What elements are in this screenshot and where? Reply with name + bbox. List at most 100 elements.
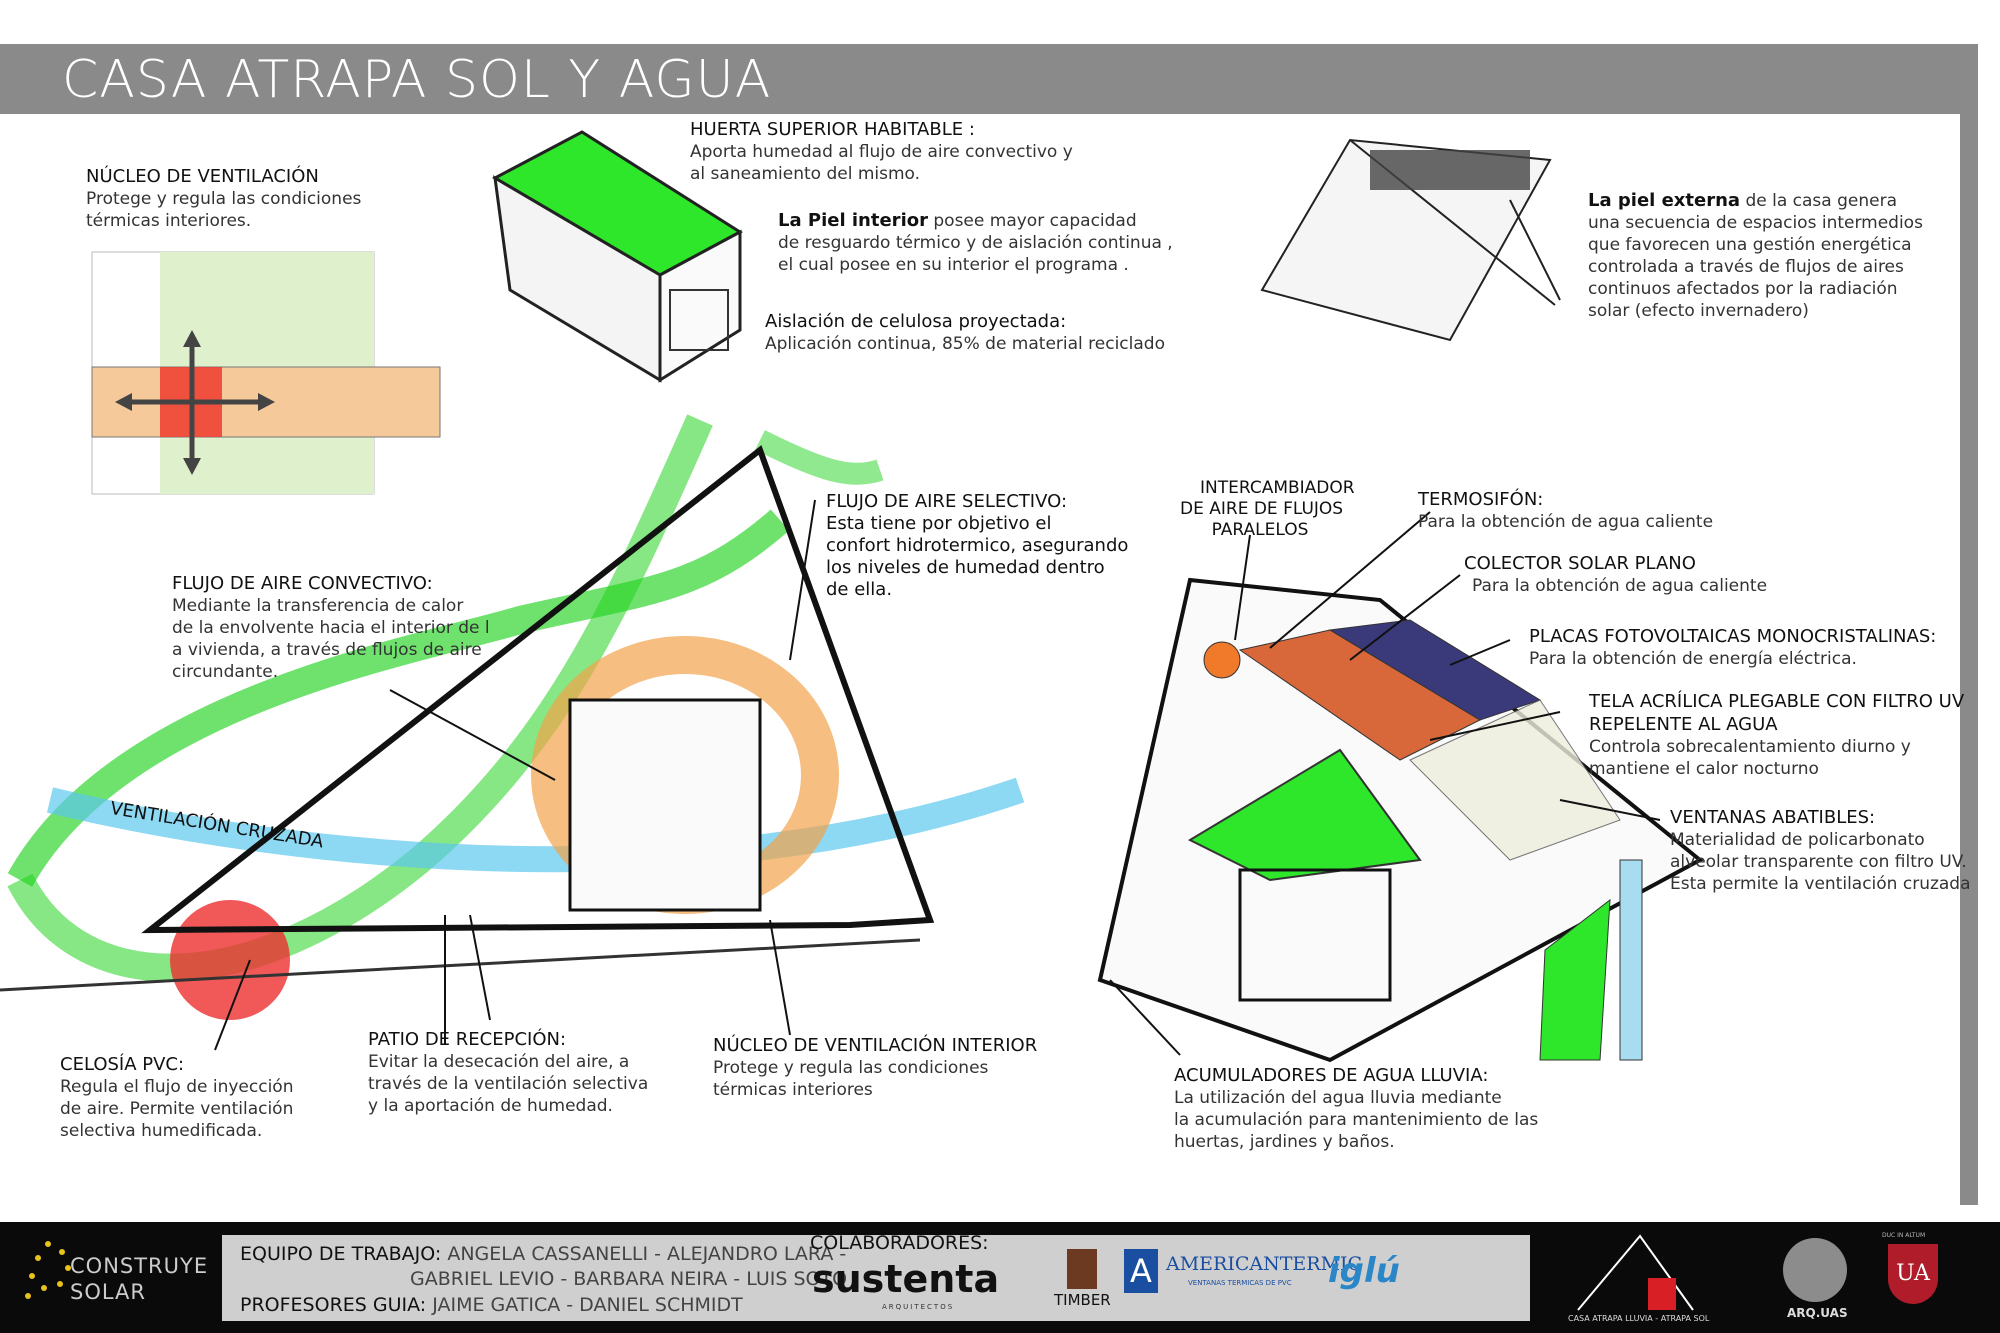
placas-heading: PLACAS FOTOVOLTAICAS MONOCRISTALINAS: <box>1529 626 1937 647</box>
tela-heading-2: REPELENTE AL AGUA <box>1589 714 1778 735</box>
colector-block: COLECTOR SOLAR PLANO Para la obtención d… <box>1464 552 1767 597</box>
nucleo-interior-heading: NÚCLEO DE VENTILACIÓN INTERIOR <box>713 1035 1038 1056</box>
arq-label: ARQ.UAS <box>1787 1306 1848 1320</box>
arq-uas-logo: ARQ.UAS <box>1775 1238 1855 1326</box>
ventanas-heading: VENTANAS ABATIBLES: <box>1670 807 1876 828</box>
termosifon-heading: TERMOSIFÓN: <box>1418 489 1544 510</box>
placas-block: PLACAS FOTOVOLTAICAS MONOCRISTALINAS: Pa… <box>1529 625 1936 670</box>
aframe-sketch <box>1260 138 1561 342</box>
team-panel: EQUIPO DE TRABAJO: ANGELA CASSANELLI - A… <box>222 1232 1530 1321</box>
colector-line-1: Para la obtención de agua caliente <box>1472 576 1768 596</box>
acumuladores-line-2: la acumulación para mantenimiento de las <box>1174 1110 1539 1130</box>
intercambiador-line-2: DE AIRE DE FLUJOS <box>1180 499 1344 519</box>
piel-externa-line-5: solar (efecto invernadero) <box>1588 301 1809 321</box>
acumuladores-block: ACUMULADORES DE AGUA LLUVIA: La utilizac… <box>1174 1064 1538 1153</box>
piel-externa-block: La piel externa de la casa genera una se… <box>1588 190 1923 322</box>
flujo-selectivo-line-4: de ella. <box>826 579 893 600</box>
ua-motto: DUC IN ALTUM <box>1882 1232 1926 1239</box>
left-section <box>0 414 1025 1020</box>
flujo-selectivo-block: FLUJO DE AIRE SELECTIVO: Esta tiene por … <box>826 490 1128 601</box>
aislacion-heading: Aislación de celulosa proyectada: <box>765 311 1067 332</box>
nucleo-interior-block: NÚCLEO DE VENTILACIÓN INTERIOR Protege y… <box>713 1034 1037 1101</box>
nucleo-ventilacion-line-2: térmicas interiores. <box>86 211 252 231</box>
piel-interior-bold: La Piel interior <box>778 210 928 231</box>
tela-heading-1: TELA ACRÍLICA PLEGABLE CON FILTRO UV <box>1589 691 1965 712</box>
sustenta-sub: ARQUITECTOS <box>882 1303 955 1311</box>
piel-externa-line-1: una secuencia de espacios intermedios <box>1588 213 1923 233</box>
huerta-line-2: al saneamiento del mismo. <box>690 164 921 184</box>
nucleo-ventilacion-line-1: Protege y regula las condiciones <box>86 189 362 209</box>
flujo-convectivo-line-1: Mediante la transferencia de calor <box>172 596 464 616</box>
patio-line-3: y la aportación de humedad. <box>368 1096 613 1116</box>
flujo-selectivo-line-3: los niveles de humedad dentro <box>826 557 1105 578</box>
sustenta-logo: sustenta <box>812 1257 1000 1301</box>
acumuladores-line-3: huertas, jardines y baños. <box>1174 1132 1395 1152</box>
huerta-heading: HUERTA SUPERIOR HABITABLE : <box>690 119 975 140</box>
team-line-1: ANGELA CASSANELLI - ALEJANDRO LARA - <box>447 1243 847 1265</box>
flujo-convectivo-line-4: circundante. <box>172 662 279 682</box>
piel-interior-line-2: el cual posee en su interior el programa… <box>778 255 1129 275</box>
leader-lines <box>214 499 1661 1056</box>
collab-label: COLABORADORES: <box>810 1232 989 1254</box>
aislacion-line-1: Aplicación continua, 85% de material rec… <box>765 334 1165 354</box>
nucleo-interior-line-1: Protege y regula las condiciones <box>713 1058 989 1078</box>
flujo-convectivo-line-3: a vivienda, a través de flujos de aire <box>172 640 482 660</box>
celosia-line-1: Regula el flujo de inyección <box>60 1077 294 1097</box>
prof-label: PROFESORES GUIA: <box>240 1294 427 1316</box>
nucleo-interior-line-2: térmicas interiores <box>713 1080 873 1100</box>
huerta-line-1: Aporta humedad al flujo de aire convecti… <box>690 142 1073 162</box>
termosifon-block: TERMOSIFÓN: Para la obtención de agua ca… <box>1418 488 1713 533</box>
american-icon: A <box>1124 1249 1158 1293</box>
intercambiador-block: INTERCAMBIADOR DE AIRE DE FLUJOS PARALEL… <box>1180 478 1355 541</box>
patio-block: PATIO DE RECEPCIÓN: Evitar la desecación… <box>368 1028 648 1117</box>
celosia-heading: CELOSÍA PVC: <box>60 1054 185 1075</box>
flujo-convectivo-block: FLUJO DE AIRE CONVECTIVO: Mediante la tr… <box>172 572 490 683</box>
patio-heading: PATIO DE RECEPCIÓN: <box>368 1029 567 1050</box>
piel-externa-rest: de la casa genera <box>1740 191 1897 211</box>
intercambiador-line-3: PARALELOS <box>1211 520 1309 540</box>
tela-block: TELA ACRÍLICA PLEGABLE CON FILTRO UV REP… <box>1589 690 1964 780</box>
piel-externa-line-4: continuos afectados por la radiación <box>1588 279 1898 299</box>
celosia-line-3: selectiva humedificada. <box>60 1121 263 1141</box>
huerta-block: HUERTA SUPERIOR HABITABLE : Aporta humed… <box>690 118 1073 185</box>
tela-line-2: mantiene el calor nocturno <box>1589 759 1819 779</box>
flujo-selectivo-heading: FLUJO DE AIRE SELECTIVO: <box>826 491 1068 512</box>
americantermic-sub: VENTANAS TERMICAS DE PVC <box>1188 1279 1292 1287</box>
brand-line-2: SOLAR <box>70 1280 146 1304</box>
prof-names: JAIME GATICA - DANIEL SCHMIDT <box>432 1294 743 1316</box>
ua-crest: DUC IN ALTUM UA <box>1880 1232 1950 1324</box>
acumuladores-line-1: La utilización del agua lluvia mediante <box>1174 1088 1502 1108</box>
flujo-convectivo-line-2: de la envolvente hacia el interior de l <box>172 618 490 638</box>
celosia-block: CELOSÍA PVC: Regula el flujo de inyecció… <box>60 1053 293 1142</box>
piel-externa-line-2: que favorecen una gestión energética <box>1588 235 1912 255</box>
brand-line-1: CONSTRUYE <box>70 1254 209 1278</box>
flujo-selectivo-line-2: confort hidrotermico, asegurando <box>826 535 1129 556</box>
timber-icon <box>1067 1249 1097 1289</box>
ventanas-line-3: Esta permite la ventilación cruzada <box>1670 874 1971 894</box>
nucleo-ventilacion-heading: NÚCLEO DE VENTILACIÓN <box>86 166 319 187</box>
casa-caption: CASA ATRAPA LLUVIA - ATRAPA SOL <box>1568 1314 1710 1323</box>
page-title: CASA ATRAPA SOL Y AGUA <box>62 50 772 110</box>
celosia-line-2: de aire. Permite ventilación <box>60 1099 294 1119</box>
ventanas-line-2: alveolar transparente con filtro UV. <box>1670 852 1967 872</box>
placas-line-1: Para la obtención de energía eléctrica. <box>1529 649 1857 669</box>
timber-logo: TIMBER <box>1054 1291 1111 1309</box>
aislacion-block: Aislación de celulosa proyectada: Aplica… <box>765 310 1165 355</box>
ventanas-line-1: Materialidad de policarbonato <box>1670 830 1925 850</box>
nucleo-ventilacion-block: NÚCLEO DE VENTILACIÓN Protege y regula l… <box>86 165 361 232</box>
acumuladores-heading: ACUMULADORES DE AGUA LLUVIA: <box>1174 1065 1489 1086</box>
team-label: EQUIPO DE TRABAJO: <box>240 1243 442 1265</box>
arq-circle-icon <box>1783 1238 1847 1302</box>
sun-dots-icon <box>25 1241 71 1299</box>
casa-logo: CASA ATRAPA LLUVIA - ATRAPA SOL <box>1568 1232 1709 1328</box>
construye-solar-logo: CONSTRUYE SOLAR <box>18 1232 208 1322</box>
aframe-logo-icon <box>1577 1234 1694 1311</box>
title-bar: CASA ATRAPA SOL Y AGUA <box>0 44 1978 114</box>
piel-externa-bold: La piel externa <box>1588 190 1741 211</box>
team-line-2: GABRIEL LEVIO - BARBARA NEIRA - LUIS SOT… <box>410 1268 848 1290</box>
iglu-logo: iglú <box>1328 1251 1400 1291</box>
flujo-selectivo-line-1: Esta tiene por objetivo el <box>826 513 1052 534</box>
floor-plan <box>91 251 441 495</box>
piel-interior-block: La Piel interior posee mayor capacidad d… <box>778 210 1173 276</box>
